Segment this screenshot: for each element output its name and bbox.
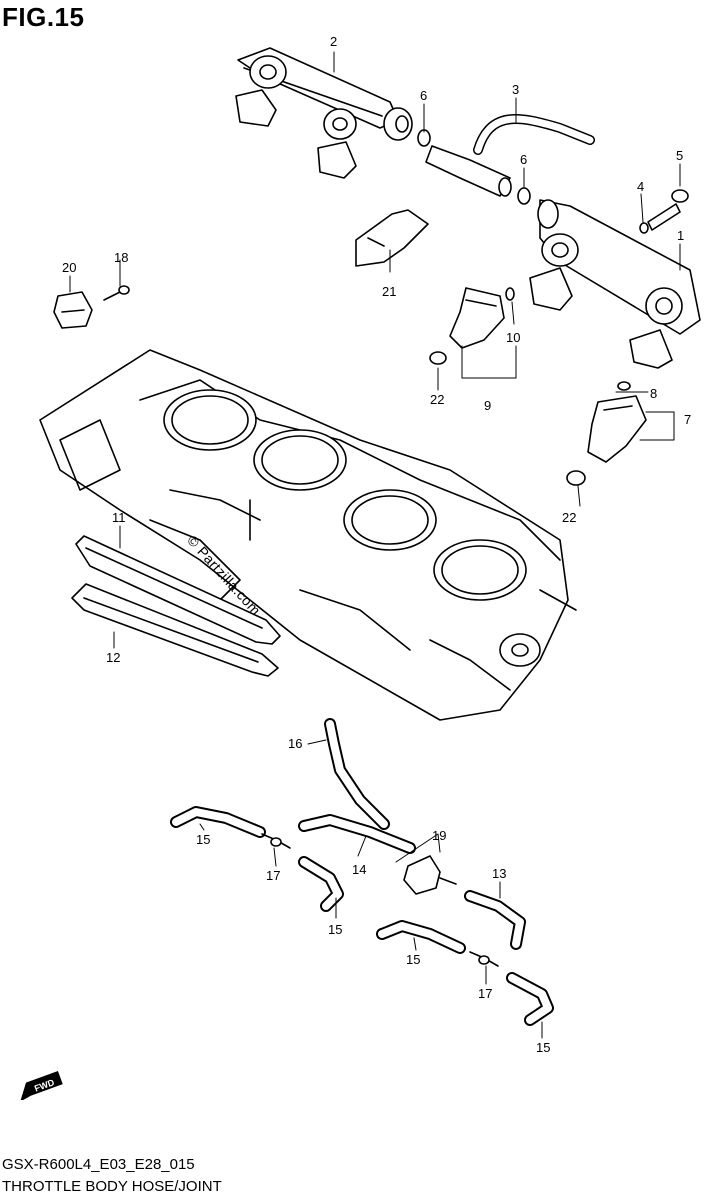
callout-18: 18 bbox=[114, 250, 128, 265]
callout-22-a: 22 bbox=[430, 392, 444, 407]
hose-15-lower-right bbox=[506, 972, 554, 1026]
callout-19: 19 bbox=[432, 828, 446, 843]
joint-19 bbox=[403, 855, 457, 895]
callout-7: 7 bbox=[684, 412, 691, 427]
washer-4 bbox=[639, 222, 649, 234]
callout-13: 13 bbox=[492, 866, 506, 881]
sensor-20 bbox=[53, 291, 93, 329]
callout-4: 4 bbox=[637, 179, 644, 194]
callout-17-a: 17 bbox=[266, 868, 280, 883]
callout-15-d: 15 bbox=[536, 1040, 550, 1055]
callout-15-c: 15 bbox=[406, 952, 420, 967]
hose-15-upper-left bbox=[170, 806, 266, 838]
injector-9 bbox=[429, 287, 515, 365]
hose-13 bbox=[464, 890, 526, 950]
callout-9: 9 bbox=[484, 398, 491, 413]
callout-16: 16 bbox=[288, 736, 302, 751]
callout-6-upper: 6 bbox=[420, 88, 427, 103]
callout-3: 3 bbox=[512, 82, 519, 97]
callout-20: 20 bbox=[62, 260, 76, 275]
callout-12: 12 bbox=[106, 650, 120, 665]
fuel-delivery-pipe-upper bbox=[235, 47, 413, 179]
callout-8: 8 bbox=[650, 386, 657, 401]
o-ring-6-lower bbox=[517, 187, 531, 205]
bolt-5 bbox=[647, 189, 689, 231]
clamp-21 bbox=[355, 209, 429, 267]
hose-15-center bbox=[376, 920, 466, 954]
fwd-arrow-icon: FWD bbox=[20, 1070, 63, 1100]
callout-10: 10 bbox=[506, 330, 520, 345]
seal-12 bbox=[71, 583, 279, 677]
figure-caption: THROTTLE BODY HOSE/JOINT bbox=[2, 1178, 222, 1195]
throttle-body bbox=[39, 349, 577, 721]
callout-5: 5 bbox=[676, 148, 683, 163]
callout-6-lower: 6 bbox=[520, 152, 527, 167]
callout-1: 1 bbox=[677, 228, 684, 243]
seal-11 bbox=[75, 535, 281, 645]
joint-17-lower bbox=[469, 951, 499, 967]
injector-7 bbox=[566, 381, 647, 486]
joint-17-upper bbox=[261, 833, 291, 849]
callout-14: 14 bbox=[352, 862, 366, 877]
leader-lines bbox=[69, 51, 681, 1039]
callout-numbers: 1 2 3 4 5 6 6 7 8 9 10 11 12 13 14 15 15… bbox=[62, 34, 691, 1055]
figure-title: FIG.15 bbox=[2, 2, 85, 32]
callout-15-b: 15 bbox=[328, 922, 342, 937]
callout-21: 21 bbox=[382, 284, 396, 299]
model-code: GSX-R600L4_E03_E28_015 bbox=[2, 1156, 195, 1173]
callout-11: 11 bbox=[112, 510, 126, 525]
callout-2: 2 bbox=[330, 34, 337, 49]
callout-15-a: 15 bbox=[196, 832, 210, 847]
fuel-delivery-pipe-lower bbox=[529, 199, 701, 369]
hose-15-center-left bbox=[298, 856, 344, 912]
callout-17-b: 17 bbox=[478, 986, 492, 1001]
fuel-pipe-3 bbox=[425, 114, 595, 197]
callout-22-b: 22 bbox=[562, 510, 576, 525]
screw-18 bbox=[103, 285, 130, 301]
hose-14 bbox=[298, 814, 416, 854]
hose-16 bbox=[324, 718, 390, 830]
